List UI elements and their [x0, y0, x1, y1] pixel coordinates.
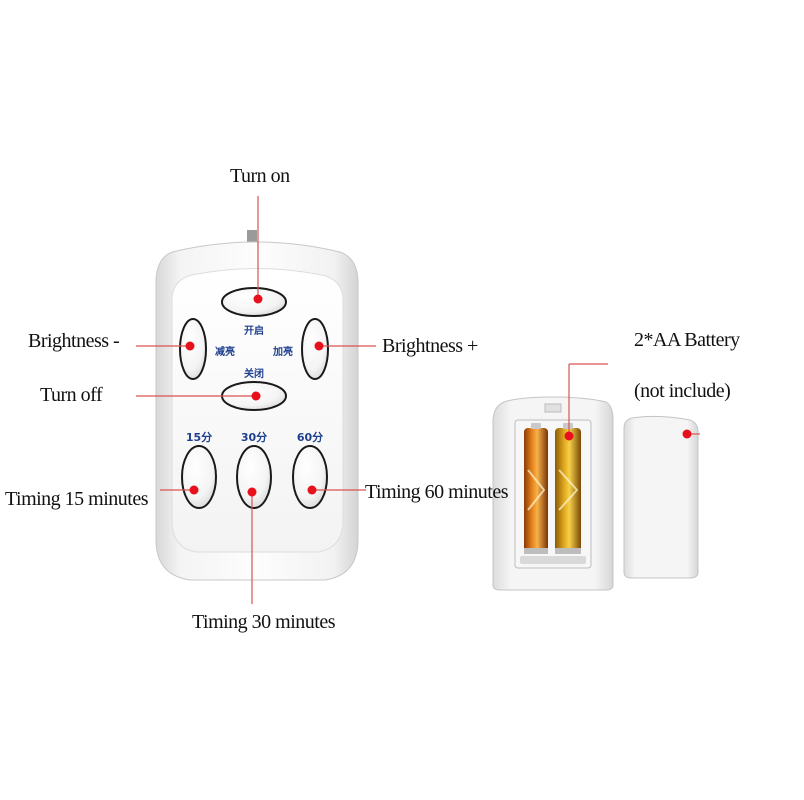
label-60-cn: 60分: [297, 430, 323, 444]
callout-dot-timing-15: [189, 485, 199, 495]
battery-cover: [623, 415, 699, 579]
callout-dot-brightness-plus: [314, 341, 324, 351]
timing-30-button[interactable]: [236, 445, 272, 509]
label-brightness-minus: Brightness -: [28, 330, 120, 352]
callout-dot-timing-30: [247, 487, 257, 497]
label-dim-cn: 减亮: [215, 345, 235, 358]
callout-lines: [136, 196, 700, 604]
label-battery: 2*AA Battery: [634, 329, 740, 351]
battery-aa-1: [524, 423, 548, 554]
label-turn-on: Turn on: [230, 165, 290, 187]
remote-antenna: [247, 230, 257, 250]
timing-15-button[interactable]: [181, 445, 217, 509]
remote-back: [492, 396, 614, 591]
label-brightness-plus: Brightness +: [382, 335, 478, 357]
battery-aa-2: [555, 423, 581, 554]
label-bright-cn: 加亮: [272, 345, 293, 358]
callout-dot-battery: [564, 431, 574, 441]
callout-dot-turn-off: [251, 391, 261, 401]
callout-dot-timing-60: [307, 485, 317, 495]
callout-dots: [185, 294, 692, 497]
callout-dot-turn-on: [253, 294, 263, 304]
timing-60-button[interactable]: [292, 445, 328, 509]
label-timing-60: Timing 60 minutes: [365, 481, 509, 503]
label-turn-off: Turn off: [40, 384, 103, 406]
callout-dot-cover: [682, 429, 692, 439]
label-on-cn: 开启: [244, 324, 264, 337]
label-not-include: (not include): [634, 380, 731, 402]
remote-control: 开启 减亮 加亮 关闭 15分 30分 60分: [155, 230, 359, 581]
callout-dot-brightness-minus: [185, 341, 195, 351]
label-timing-30: Timing 30 minutes: [192, 611, 336, 633]
label-timing-15: Timing 15 minutes: [5, 488, 149, 510]
brightness-plus-button[interactable]: [301, 318, 329, 380]
label-15-cn: 15分: [186, 430, 212, 444]
label-off-cn: 关闭: [244, 367, 264, 380]
turn-on-button[interactable]: [221, 287, 287, 317]
label-30-cn: 30分: [241, 430, 267, 444]
